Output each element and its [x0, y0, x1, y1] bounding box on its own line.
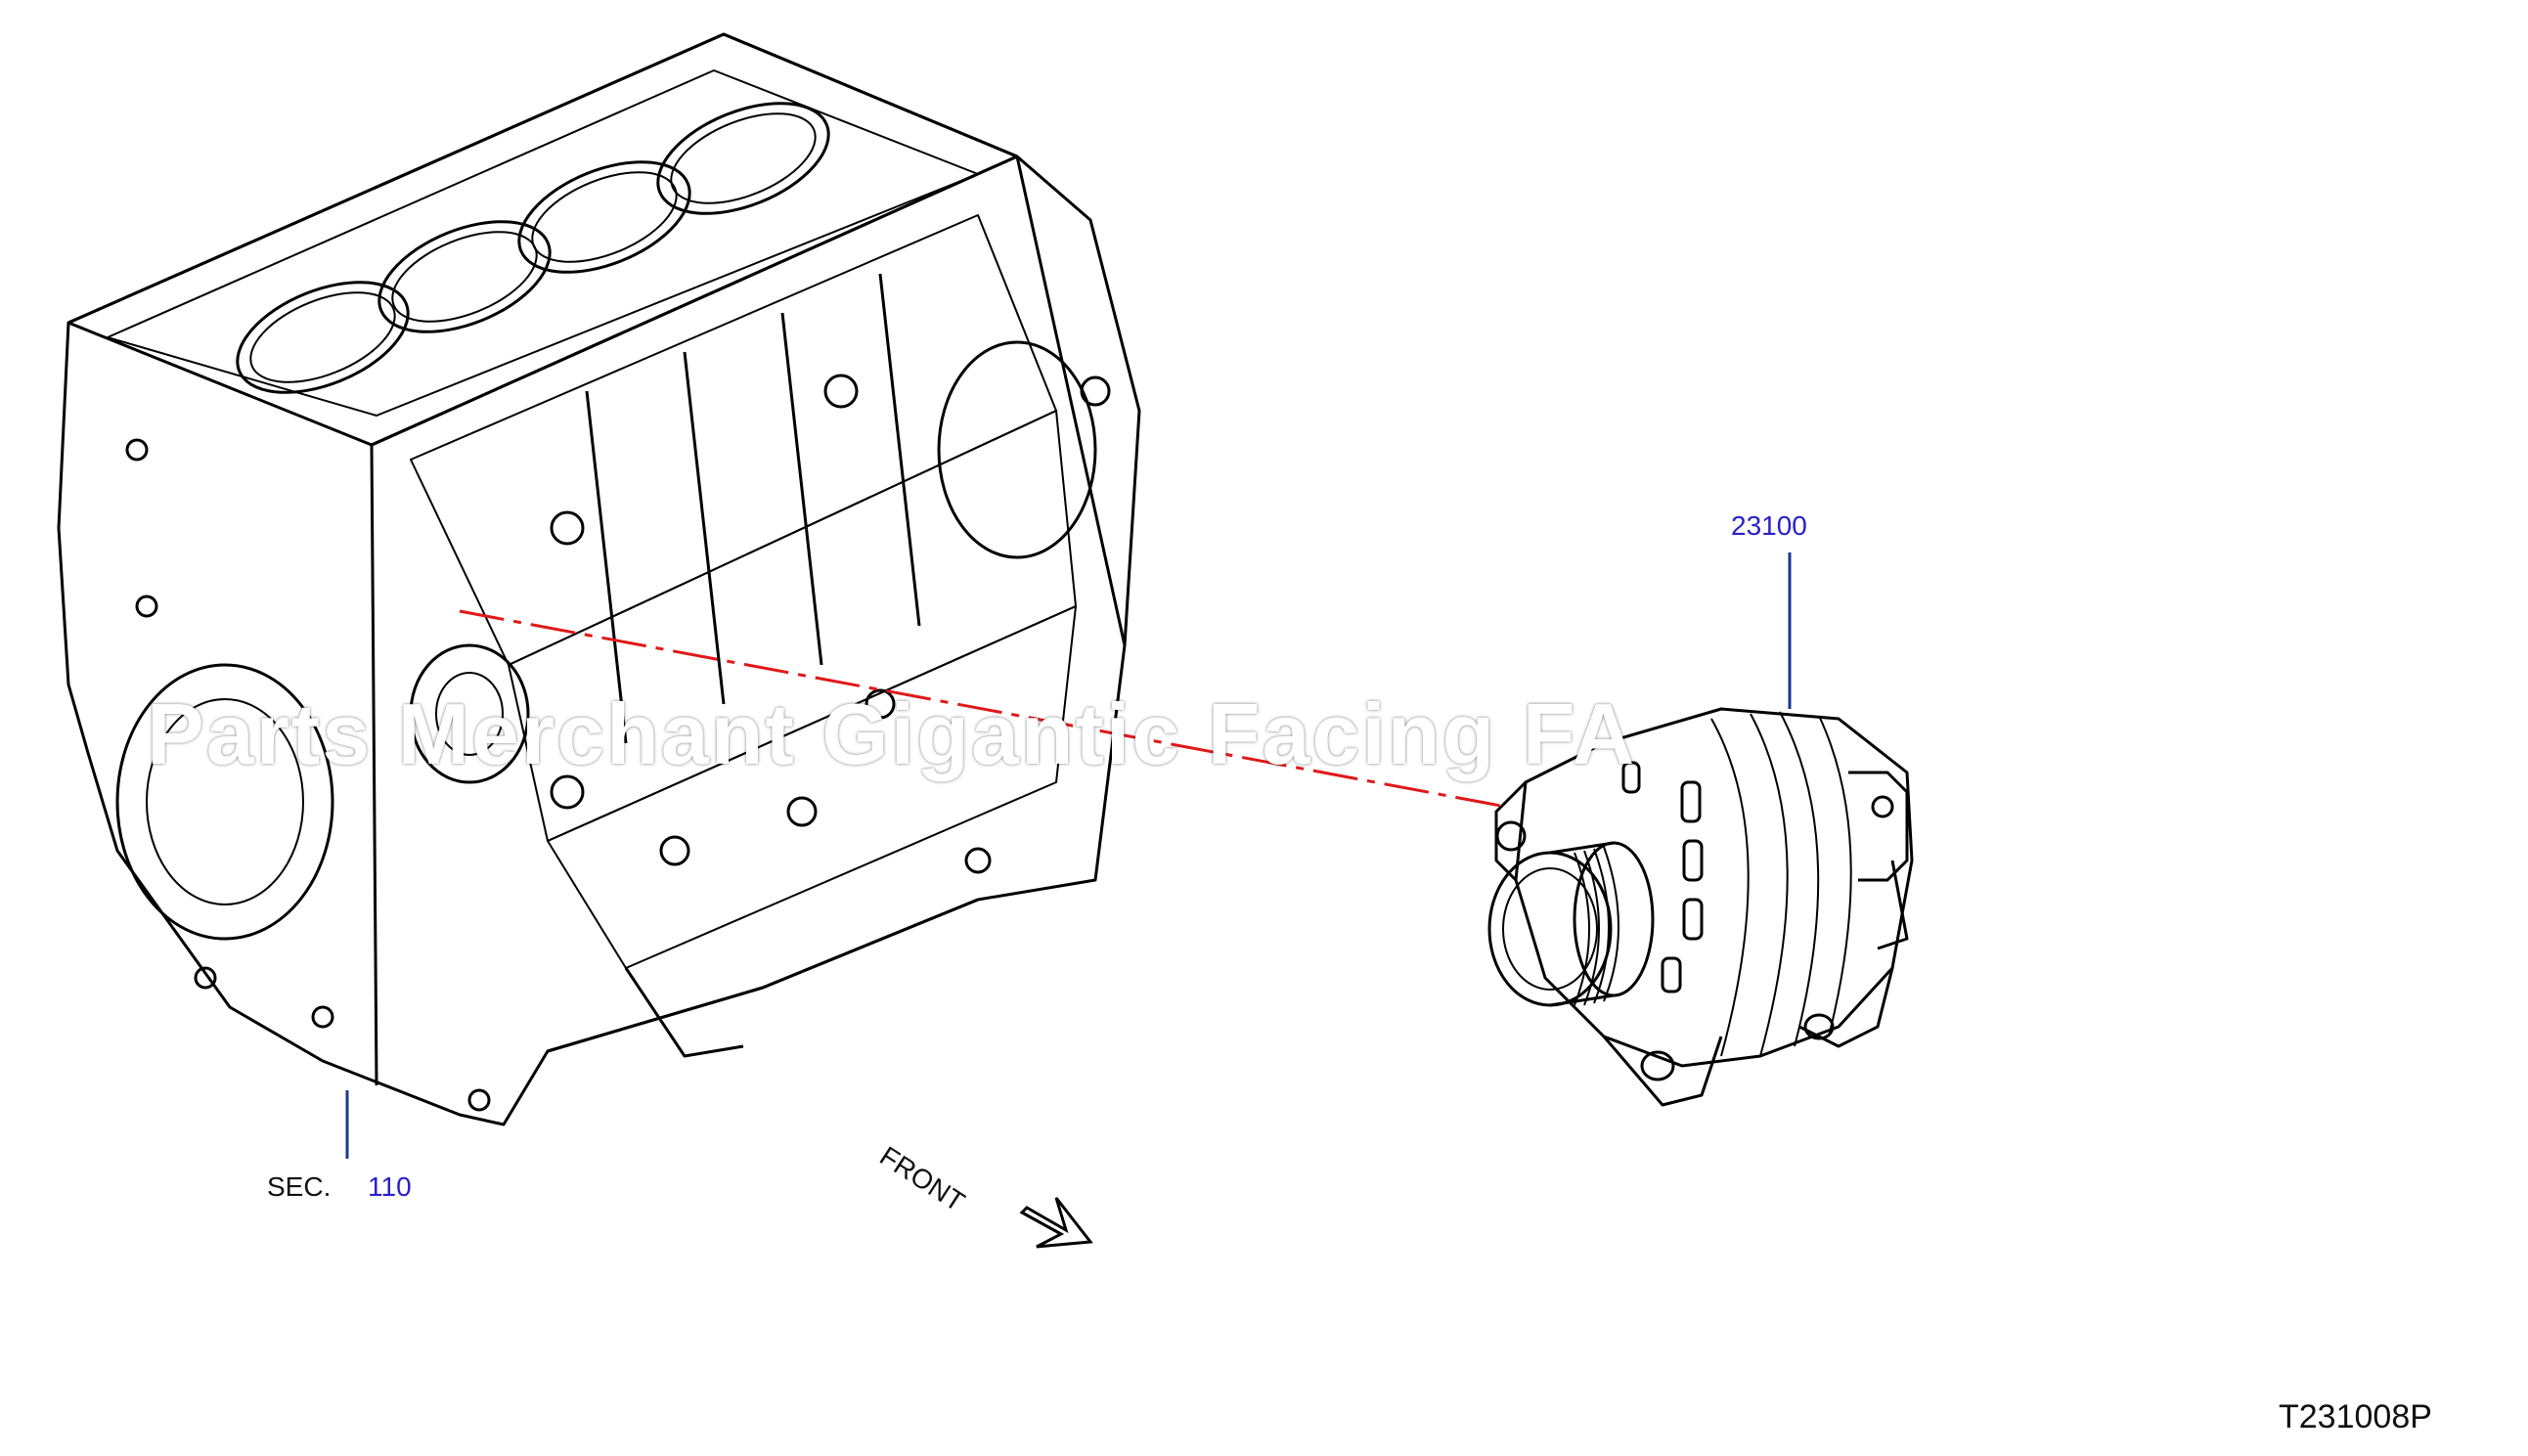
section-prefix-label: SEC. [267, 1171, 332, 1202]
section-number-110: 110 [368, 1171, 412, 1202]
part-number-23100: 23100 [1731, 510, 1807, 541]
mounting-centerline [459, 609, 1507, 809]
engine-block-drawing [57, 32, 1141, 1126]
alternator-drawing [1487, 707, 1914, 1107]
watermark-text: Parts Merchant Gigantic Facing FA [147, 685, 1637, 782]
diagram-code: T231008P [2279, 1398, 2432, 1435]
front-direction-arrow-icon [1019, 1197, 1093, 1249]
